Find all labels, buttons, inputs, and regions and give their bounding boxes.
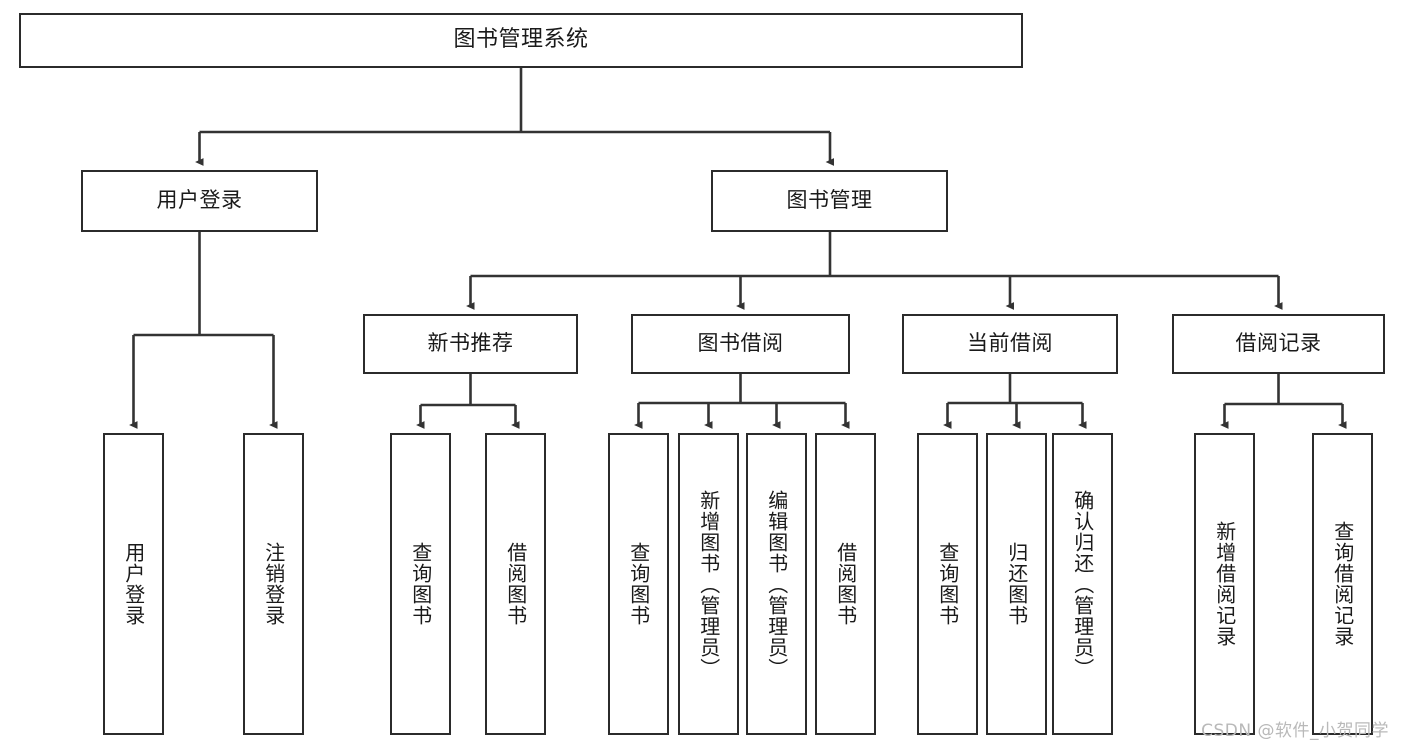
node-current-borrow-label: 当前借阅 — [967, 331, 1053, 356]
node-leaf-confirm-return[interactable]: 确认归还（管理员） — [1052, 433, 1113, 735]
node-leaf-query-book-2-label: 查询图书 — [626, 542, 651, 626]
node-leaf-logout-label: 注销登录 — [261, 542, 286, 626]
node-new-book-rec[interactable]: 新书推荐 — [363, 314, 578, 374]
node-leaf-query-book-2[interactable]: 查询图书 — [608, 433, 669, 735]
node-leaf-query-book-1[interactable]: 查询图书 — [390, 433, 451, 735]
node-book-borrow-label: 图书借阅 — [697, 331, 784, 356]
node-borrow-record[interactable]: 借阅记录 — [1172, 314, 1385, 374]
node-user-login[interactable]: 用户登录 — [81, 170, 318, 232]
node-book-borrow[interactable]: 图书借阅 — [631, 314, 850, 374]
node-leaf-query-book-3[interactable]: 查询图书 — [917, 433, 978, 735]
node-book-manage-label: 图书管理 — [786, 188, 873, 213]
watermark: CSDN @软件_小贺同学 — [1201, 721, 1389, 741]
node-leaf-query-record[interactable]: 查询借阅记录 — [1312, 433, 1373, 735]
node-current-borrow[interactable]: 当前借阅 — [902, 314, 1118, 374]
node-book-manage[interactable]: 图书管理 — [711, 170, 948, 232]
node-leaf-edit-book[interactable]: 编辑图书（管理员） — [746, 433, 807, 735]
node-leaf-borrow-book-2[interactable]: 借阅图书 — [815, 433, 876, 735]
node-leaf-add-book-label: 新增图书（管理员） — [696, 489, 721, 679]
node-leaf-query-record-label: 查询借阅记录 — [1330, 521, 1355, 647]
node-leaf-user-login[interactable]: 用户登录 — [103, 433, 164, 735]
node-leaf-add-record[interactable]: 新增借阅记录 — [1194, 433, 1255, 735]
node-leaf-add-record-label: 新增借阅记录 — [1212, 521, 1237, 647]
node-root-label: 图书管理系统 — [453, 27, 589, 53]
node-leaf-edit-book-label: 编辑图书（管理员） — [764, 489, 789, 679]
node-leaf-logout[interactable]: 注销登录 — [243, 433, 304, 735]
node-new-book-rec-label: 新书推荐 — [427, 331, 514, 356]
node-leaf-confirm-return-label: 确认归还（管理员） — [1070, 489, 1095, 679]
node-user-login-label: 用户登录 — [156, 188, 243, 213]
node-leaf-query-book-1-label: 查询图书 — [408, 542, 433, 626]
node-leaf-borrow-book-1-label: 借阅图书 — [503, 542, 528, 626]
node-leaf-borrow-book-2-label: 借阅图书 — [833, 542, 858, 626]
node-leaf-user-login-label: 用户登录 — [121, 542, 146, 626]
node-leaf-query-book-3-label: 查询图书 — [935, 542, 960, 626]
node-leaf-borrow-book-1[interactable]: 借阅图书 — [485, 433, 546, 735]
node-leaf-return-book-label: 归还图书 — [1004, 542, 1029, 626]
node-borrow-record-label: 借阅记录 — [1235, 331, 1322, 356]
node-leaf-add-book[interactable]: 新增图书（管理员） — [678, 433, 739, 735]
node-root[interactable]: 图书管理系统 — [19, 13, 1023, 68]
node-leaf-return-book[interactable]: 归还图书 — [986, 433, 1047, 735]
